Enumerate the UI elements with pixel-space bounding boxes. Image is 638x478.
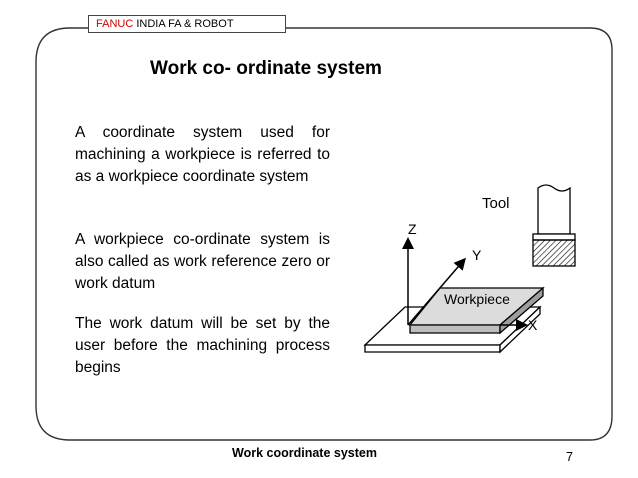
workpiece-coordinate-diagram: Tool Z Y X Workpiece [363,184,576,354]
brand-name: FANUC [96,18,134,30]
footer-title: Work coordinate system [232,446,377,460]
workpiece-label: Workpiece [444,291,510,307]
tool-label: Tool [482,195,510,212]
page-number: 7 [566,450,573,464]
y-axis [407,257,466,326]
paragraph-1: A coordinate system used for machining a… [75,124,330,185]
header-tagline: INDIA FA & ROBOT [136,18,234,30]
header-tag: FANUC INDIA FA & ROBOT [88,15,286,33]
paragraph-2: A workpiece co-ordinate system is also c… [75,231,330,292]
x-axis-label: X [528,317,538,333]
paragraph-3: The work datum will be set by the user b… [75,315,330,376]
slide-title: Work co- ordinate system [150,58,382,79]
y-axis-label: Y [472,247,482,263]
tool-icon [532,184,576,267]
z-axis-label: Z [408,221,417,237]
